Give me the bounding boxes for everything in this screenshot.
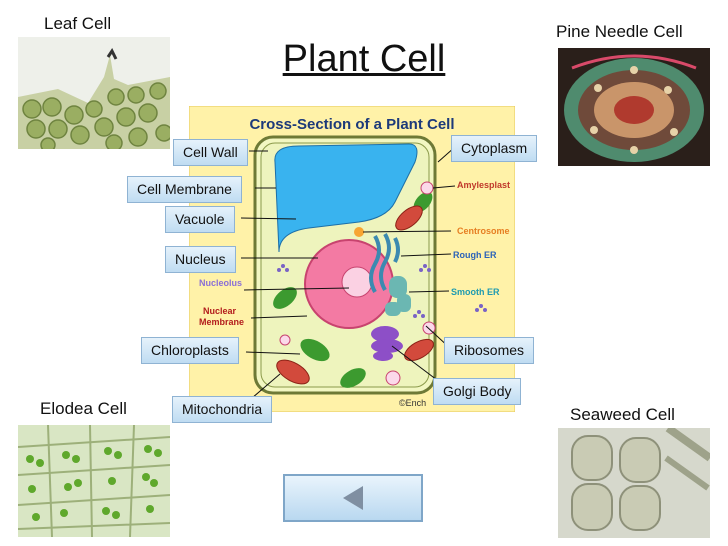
nucleus-label[interactable]: Nucleus <box>165 246 236 273</box>
nuclear-membrane-label-1: Nuclear <box>203 306 237 316</box>
back-triangle-icon <box>343 486 363 510</box>
vacuole-shape <box>274 143 418 253</box>
leaf-cell-label: Leaf Cell <box>44 14 112 33</box>
centrosome-label: Centrosome <box>457 226 510 236</box>
rough-er-shape <box>369 233 400 293</box>
cytoplasm-label[interactable]: Cytoplasm <box>451 135 538 162</box>
cell-wall-label[interactable]: Cell Wall <box>173 139 248 166</box>
credit-text: ©Ench <box>399 398 426 408</box>
chloroplasts-label[interactable]: Chloroplasts <box>141 337 239 364</box>
nucleolus-label: Nucleolus <box>199 278 242 288</box>
seaweed-cell-label: Seaweed Cell <box>570 405 675 424</box>
elodea-cell-photo <box>18 425 170 537</box>
pine-needle-cell-label: Pine Needle Cell <box>556 22 683 41</box>
vacuole-label[interactable]: Vacuole <box>165 206 235 233</box>
chloroplasts-shape <box>273 191 433 388</box>
amyloplast-shapes <box>279 181 436 386</box>
pine-needle-cell-photo <box>558 48 710 166</box>
page-title: Plant Cell <box>282 38 446 80</box>
diagram-heading: Cross-Section of a Plant Cell <box>249 116 454 133</box>
mitochondria-shape <box>276 205 434 385</box>
centrosome-shape <box>354 227 364 237</box>
ribosome-dots <box>277 264 487 318</box>
amyloplast-label: Amylesplast <box>457 180 510 190</box>
smooth-er-label: Smooth ER <box>451 287 500 297</box>
elodea-cell-label: Elodea Cell <box>40 399 127 418</box>
mitochondria-label[interactable]: Mitochondria <box>172 396 273 423</box>
smooth-er-shape <box>385 276 411 316</box>
nuclear-membrane-label-2: Membrane <box>199 317 244 327</box>
seaweed-cell-photo <box>558 428 710 538</box>
internal-leader-lines <box>243 185 456 319</box>
cell-membrane-label[interactable]: Cell Membrane <box>127 176 242 203</box>
leaf-cell-photo <box>18 37 170 149</box>
back-button[interactable] <box>283 474 423 522</box>
rough-er-label: Rough ER <box>453 250 497 260</box>
ribosomes-label[interactable]: Ribosomes <box>444 337 535 364</box>
golgi-body-shape <box>371 326 403 361</box>
golgi-body-label[interactable]: Golgi Body <box>433 378 522 405</box>
